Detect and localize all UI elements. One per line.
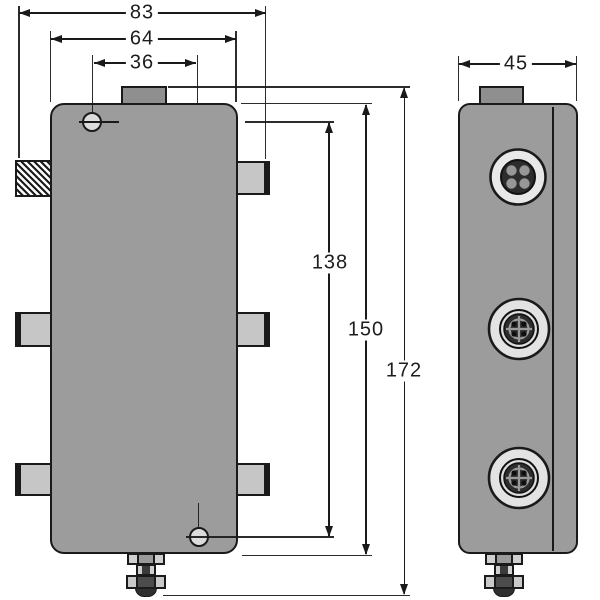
dim-arrow	[19, 9, 30, 17]
gland-tip	[135, 588, 157, 597]
gland-nut-lower	[484, 575, 524, 589]
dim-arrow	[565, 60, 576, 69]
dim-arrow	[325, 526, 333, 537]
side-housing-edge-line	[552, 107, 554, 551]
m12-connector-8pin-icon	[487, 297, 551, 361]
extension-line	[575, 56, 578, 101]
extension-line	[18, 6, 20, 158]
dim-overall-height-line	[403, 88, 406, 594]
extension-line	[457, 56, 460, 101]
dim-depth-label: 45	[499, 53, 533, 75]
screw-top-slot-line	[79, 121, 119, 123]
m12-connector-8pin-icon	[487, 446, 551, 510]
extension-line	[235, 31, 237, 102]
dim-arrow	[400, 86, 408, 98]
extension-line	[241, 102, 372, 104]
dim-housing-width-label: 64	[125, 28, 159, 50]
port-stub-right-1	[236, 161, 270, 195]
dim-arrow	[255, 9, 266, 17]
dim-arrow	[362, 103, 370, 115]
extension-line	[186, 536, 334, 538]
port-stub-left-1-threaded	[15, 160, 52, 197]
extension-line	[91, 55, 94, 112]
extension-line	[168, 86, 410, 88]
dim-arrow	[51, 35, 62, 44]
m12-connector-4pin-icon	[489, 148, 547, 206]
screw-bottom-centerline	[197, 503, 200, 528]
dim-screw-spacing-label: 36	[125, 52, 159, 74]
extension-line	[264, 6, 267, 159]
extension-line	[196, 55, 199, 103]
extension-line	[245, 121, 334, 123]
dim-housing-height-label: 150	[343, 319, 389, 341]
dim-arrow	[94, 59, 105, 68]
dim-arrow	[459, 60, 470, 69]
dim-arrow	[362, 544, 370, 555]
dim-arrow	[400, 584, 408, 595]
dim-arrow	[185, 59, 196, 68]
port-stub-left-2	[15, 312, 52, 347]
front-housing-body	[50, 103, 238, 554]
extension-line	[242, 555, 372, 557]
dim-arrow	[225, 35, 236, 44]
port-stub-left-3	[15, 463, 52, 496]
gland-tip	[493, 588, 515, 597]
port-stub-right-2	[236, 312, 270, 347]
extension-line	[49, 31, 52, 102]
gland-nut-lower	[126, 575, 166, 589]
dim-screw-spacing-v-label: 138	[307, 252, 353, 274]
dim-overall-width-label: 83	[125, 2, 159, 24]
dim-overall-height-label: 172	[381, 360, 427, 382]
dim-arrow	[325, 122, 333, 133]
extension-line	[163, 595, 410, 597]
port-stub-right-3	[236, 463, 270, 496]
dim-screw-spacing-v-line	[328, 123, 330, 536]
